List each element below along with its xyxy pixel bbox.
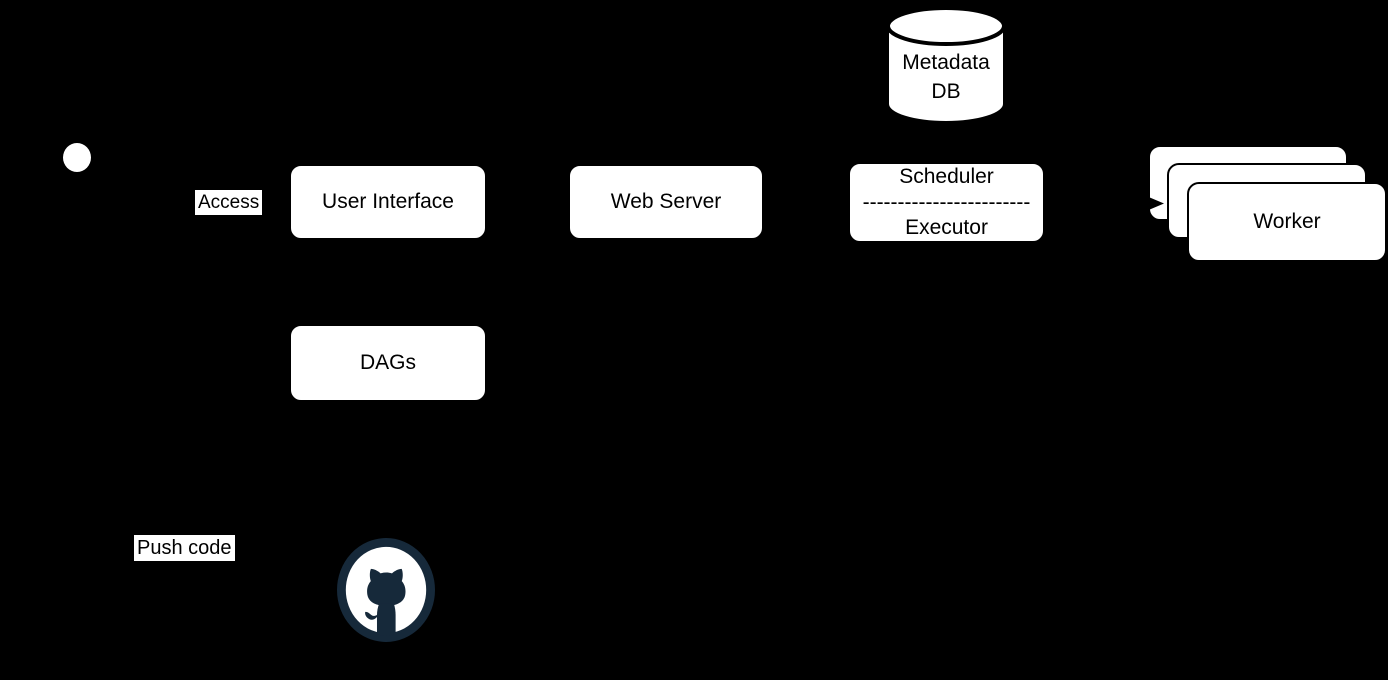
- scheduler-executor-divider: ------------------------: [862, 191, 1031, 214]
- access-edge-label: Access: [195, 190, 263, 215]
- github-node: [337, 538, 435, 642]
- user-interface-node: User Interface: [289, 164, 487, 240]
- web-server-node: Web Server: [568, 164, 764, 240]
- github-icon: [337, 538, 435, 642]
- worker-label: Worker: [1253, 210, 1321, 233]
- metadata-db-label: Metadata DB: [886, 48, 1006, 106]
- metadata-db-label-line2: DB: [931, 80, 961, 103]
- worker-node: Worker: [1187, 182, 1387, 262]
- metadata-db-label-line1: Metadata: [902, 51, 990, 74]
- dags-node: DAGs: [289, 324, 487, 402]
- arrowhead-icon: [1139, 193, 1164, 214]
- person-icon: [63, 143, 91, 172]
- scheduler-label: Scheduler: [899, 165, 994, 188]
- dags-label: DAGs: [359, 351, 416, 374]
- scheduler-executor-node: Scheduler ------------------------ Execu…: [848, 162, 1045, 243]
- database-cylinder-icon: [886, 6, 1006, 123]
- push-code-edge-label: Push code: [134, 535, 235, 561]
- metadata-db-node: Metadata DB: [886, 6, 1006, 124]
- web-server-label: Web Server: [610, 190, 722, 213]
- user-interface-label: User Interface: [322, 190, 454, 213]
- executor-label: Executor: [905, 216, 988, 239]
